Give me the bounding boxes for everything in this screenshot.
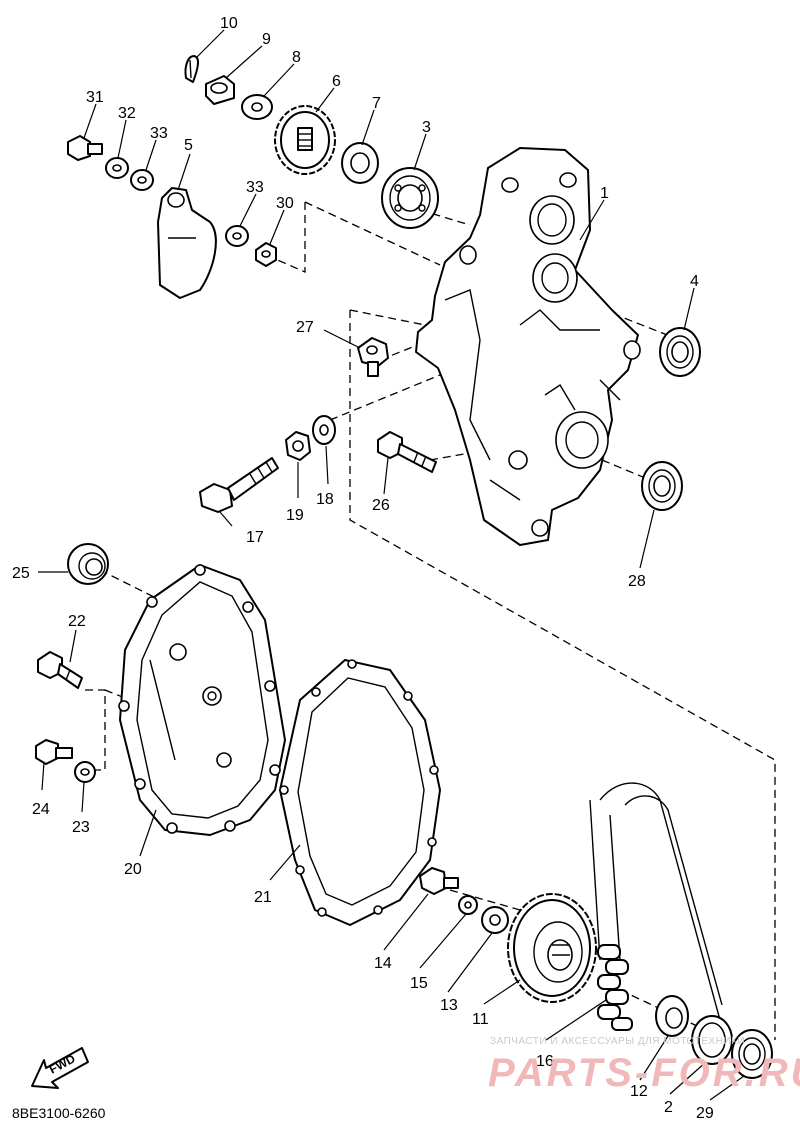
bolt-part-22[interactable] — [37, 651, 83, 689]
watermark-logo: PARTS-FOR.RU — [488, 1051, 800, 1095]
bolt-part-31[interactable] — [67, 135, 103, 161]
washer-part-23[interactable] — [74, 761, 96, 783]
callout-26: 26 — [372, 497, 390, 514]
watermark-tagline: ЗАПЧАСТИ И АКСЕССУАРЫ ДЛЯ МОТОТЕХНИКИ — [490, 1036, 745, 1047]
callout-30: 30 — [276, 195, 294, 212]
sprocket-part-11[interactable] — [507, 893, 597, 1003]
breather-union-part-27[interactable] — [357, 337, 389, 377]
washer-part-33-lower[interactable] — [225, 225, 249, 247]
washer-part-8[interactable] — [241, 94, 273, 120]
callout-17: 17 — [246, 529, 264, 546]
stud-bolt-part-17[interactable] — [199, 457, 279, 513]
oil-seal-part-28[interactable] — [641, 461, 683, 511]
collar-part-7[interactable] — [341, 142, 379, 184]
bearing-part-3[interactable] — [381, 167, 439, 229]
circlip-part-2[interactable] — [691, 1015, 733, 1065]
washer-part-33-upper[interactable] — [130, 169, 154, 191]
callout-25: 25 — [12, 565, 30, 582]
callout-12: 12 — [630, 1083, 648, 1100]
callout-7: 7 — [372, 95, 381, 112]
gasket-bolt-holes — [279, 659, 439, 917]
chain-links — [597, 944, 633, 1031]
collar-part-12[interactable] — [655, 995, 689, 1037]
bolt-part-24[interactable] — [35, 739, 73, 765]
oil-seal-part-4[interactable] — [659, 327, 701, 377]
callout-20: 20 — [124, 861, 142, 878]
callout-3: 3 — [422, 119, 431, 136]
callout-21: 21 — [254, 889, 272, 906]
nut-part-19[interactable] — [285, 431, 311, 461]
callout-14: 14 — [374, 955, 392, 972]
callout-8: 8 — [292, 49, 301, 66]
callout-labels: 10 9 8 6 7 3 1 4 31 32 33 5 33 30 27 17 … — [12, 15, 714, 1122]
callout-22: 22 — [68, 613, 86, 630]
cotter-pin-part-10[interactable] — [184, 55, 199, 83]
sprocket-part-6[interactable] — [274, 105, 336, 175]
forward-arrow-icon: FWD — [31, 1047, 89, 1089]
callout-11: 11 — [472, 1011, 489, 1028]
callout-13: 13 — [440, 997, 458, 1014]
washer-part-32[interactable] — [105, 157, 129, 179]
bolt-part-14[interactable] — [419, 867, 459, 895]
callout-10: 10 — [220, 15, 238, 32]
washer-part-18[interactable] — [312, 415, 336, 445]
callout-33-upper: 33 — [150, 125, 168, 142]
callout-5: 5 — [184, 137, 193, 154]
diagram-code: 8BE3100-6260 — [12, 1105, 106, 1121]
housing-part-1[interactable] — [415, 147, 641, 546]
callout-31: 31 — [86, 89, 104, 106]
callout-29: 29 — [696, 1105, 714, 1122]
nut-part-30[interactable] — [255, 242, 277, 267]
callout-28: 28 — [628, 573, 646, 590]
callout-4: 4 — [690, 273, 699, 290]
chain-guide-part-5[interactable] — [157, 187, 217, 299]
callout-18: 18 — [316, 491, 334, 508]
bearing-part-29[interactable] — [731, 1029, 773, 1079]
callout-33-lower: 33 — [246, 179, 264, 196]
gasket-part-21[interactable] — [279, 659, 441, 926]
callout-19: 19 — [286, 507, 304, 524]
leader-lines — [38, 29, 745, 1101]
callout-6: 6 — [332, 73, 341, 90]
watermark: ЗАПЧАСТИ И АКСЕССУАРЫ ДЛЯ МОТОТЕХНИКИ PA… — [488, 1036, 800, 1095]
washer-part-15[interactable] — [458, 895, 478, 915]
nut-part-9[interactable] — [205, 75, 235, 105]
chain-case-cover-part-20[interactable] — [118, 564, 286, 836]
callout-23: 23 — [72, 819, 90, 836]
oil-seal-part-25[interactable] — [67, 543, 109, 585]
callout-2: 2 — [664, 1099, 673, 1116]
callout-24: 24 — [32, 801, 50, 818]
callout-1: 1 — [600, 185, 609, 202]
bolt-part-26[interactable] — [377, 431, 437, 473]
callout-15: 15 — [410, 975, 428, 992]
cover-bolt-holes — [118, 564, 281, 834]
callout-32: 32 — [118, 105, 136, 122]
callout-9: 9 — [262, 31, 271, 48]
callout-27: 27 — [296, 319, 314, 336]
callout-16: 16 — [536, 1053, 554, 1070]
washer-part-13[interactable] — [481, 906, 509, 934]
